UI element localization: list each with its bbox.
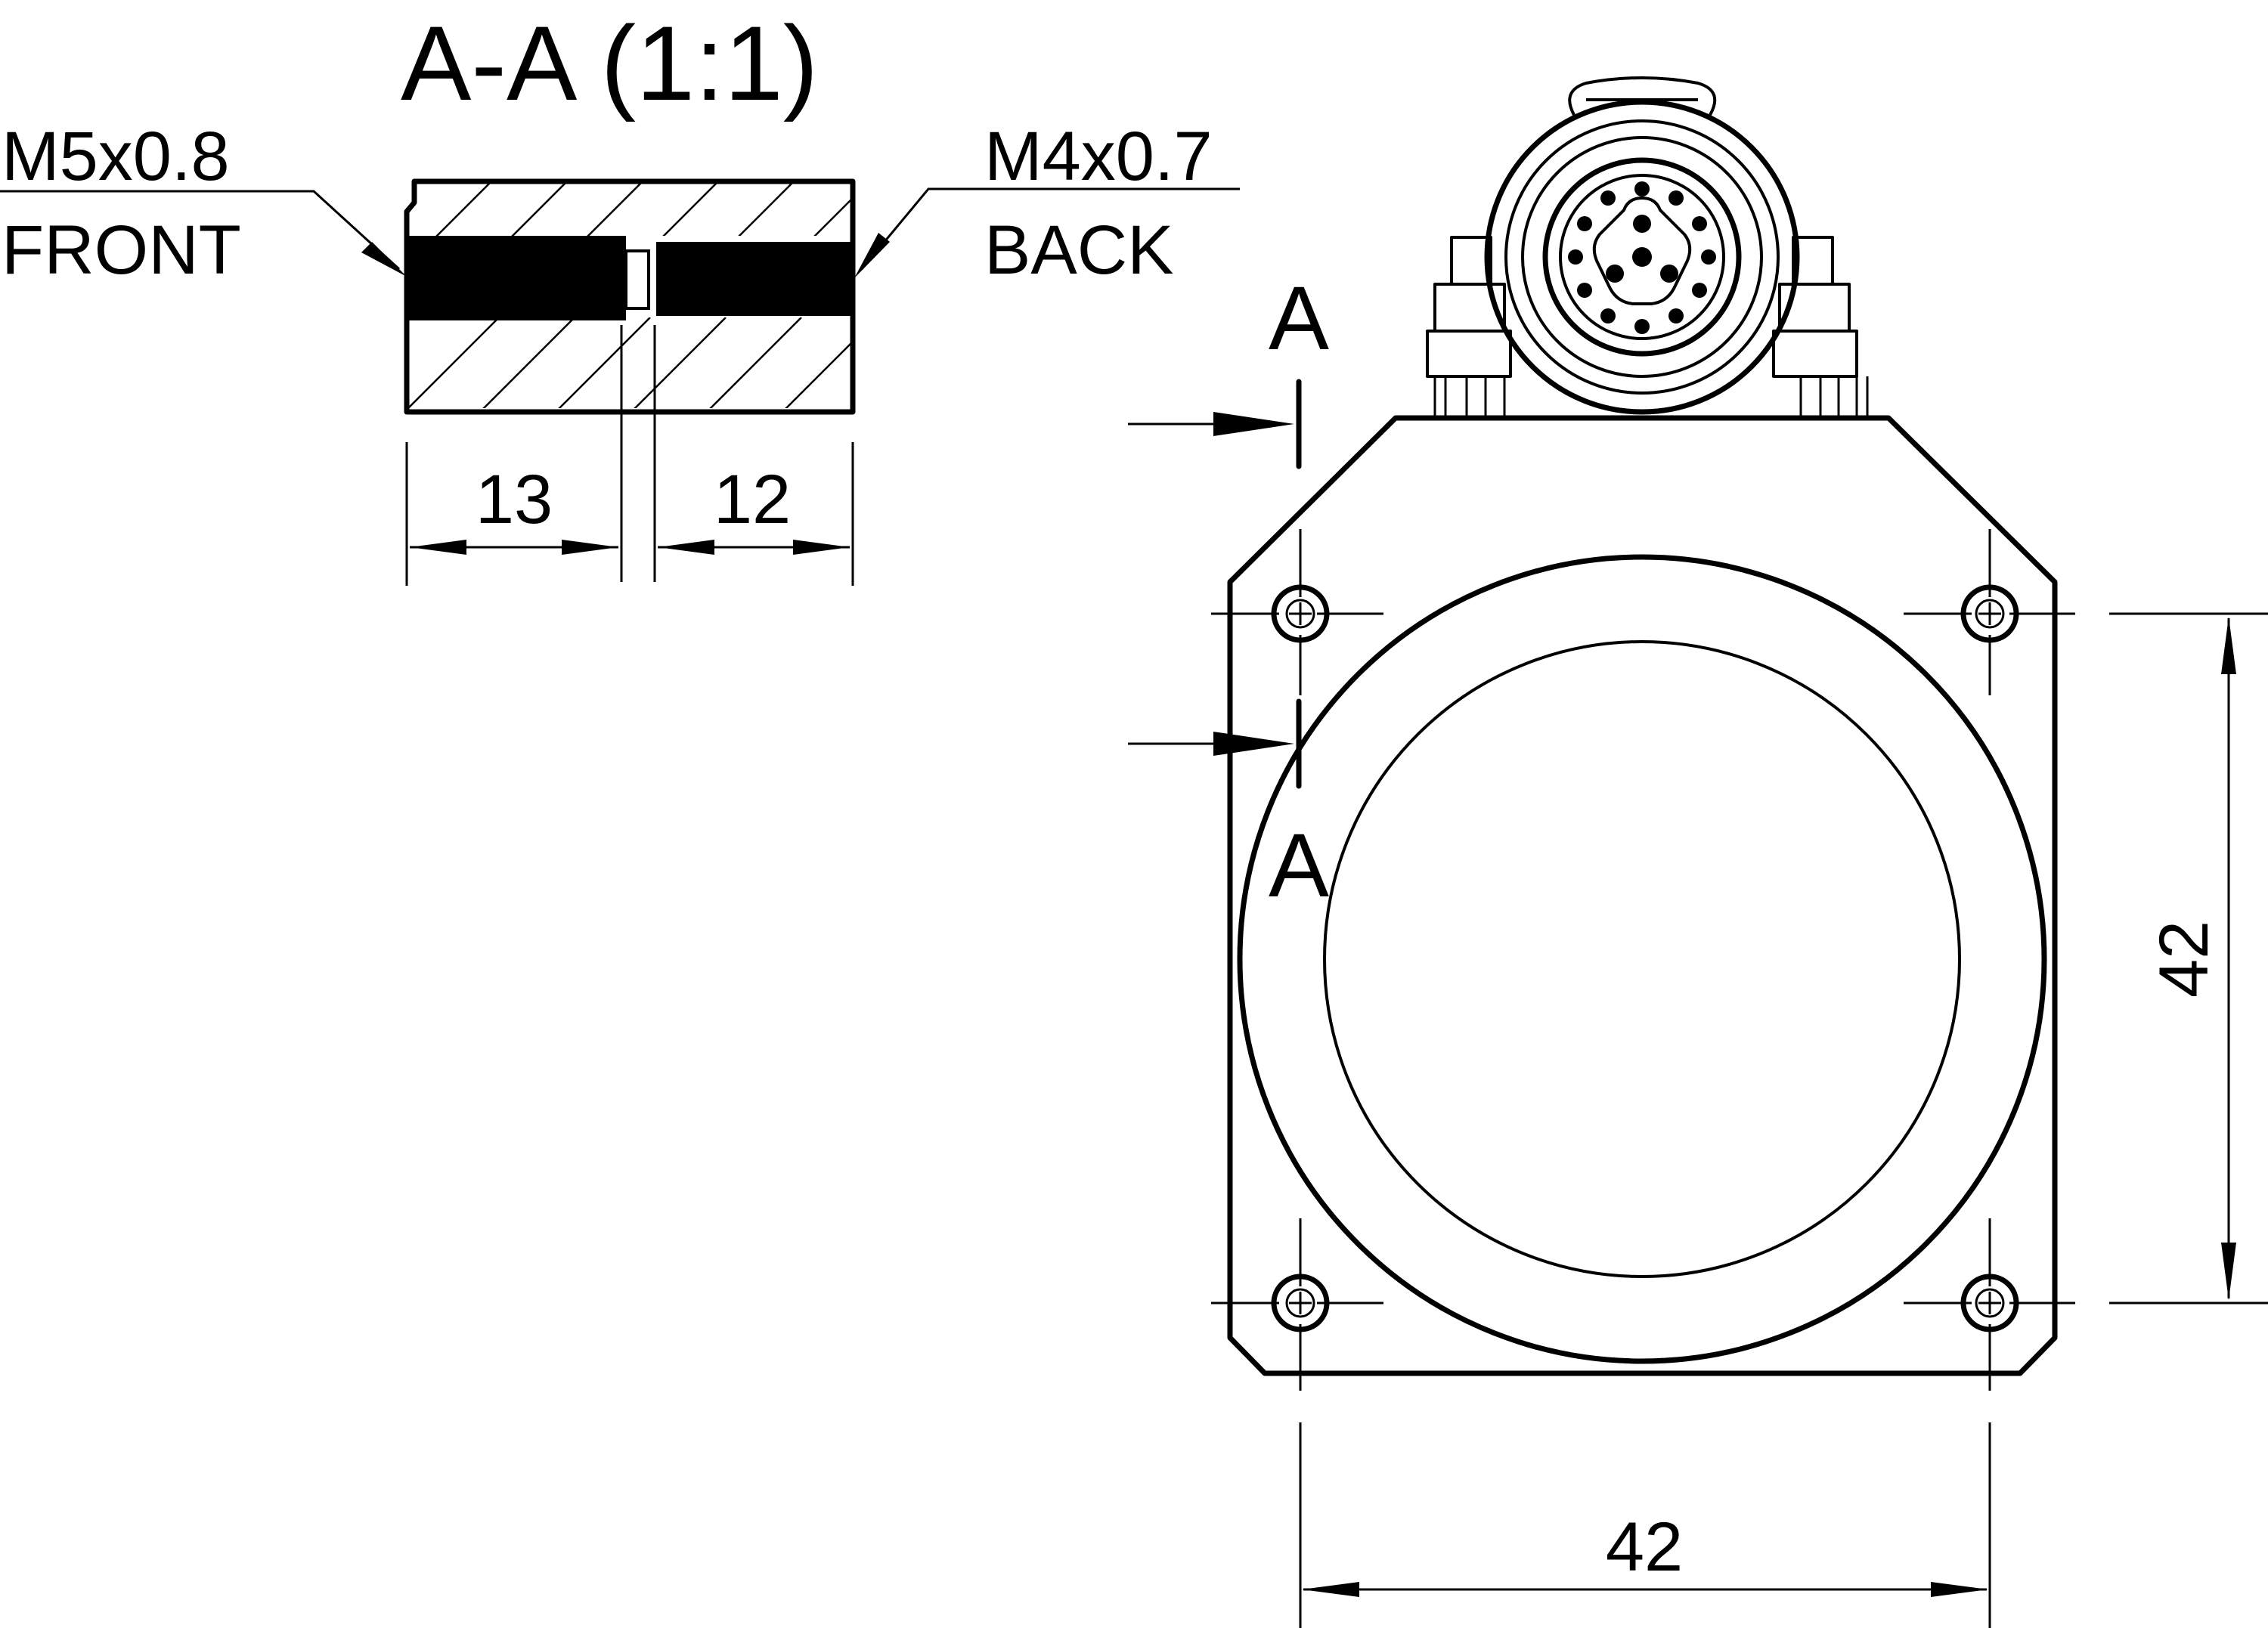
connector-key xyxy=(1568,76,1717,116)
dim-width-arrow-right xyxy=(1931,1582,1988,1597)
dim-12-arrow-right xyxy=(793,540,850,555)
back-thread-fill xyxy=(656,242,853,316)
bore-inner-circle xyxy=(1323,640,1961,1278)
section-hatch-top xyxy=(435,181,854,236)
section-title: A-A (1:1) xyxy=(401,4,818,122)
dim-height-arrow-bottom xyxy=(2221,1243,2236,1300)
back-leader-arrow xyxy=(854,233,890,278)
dim-height-value: 42 xyxy=(2146,921,2223,998)
thread-step-slot xyxy=(624,249,650,310)
dim-12-arrow-left xyxy=(658,540,714,555)
flange-outline xyxy=(1227,415,2058,1376)
bore-outer-circle xyxy=(1237,554,2047,1364)
dim-width-arrow-left xyxy=(1302,1582,1359,1597)
section-arrow-bottom-head xyxy=(1213,732,1294,756)
connector-ring-2 xyxy=(1504,119,1780,395)
dim-height-arrow-top xyxy=(2221,617,2236,674)
connector-insert-ring xyxy=(1559,174,1725,340)
dim-13-arrow-left xyxy=(410,540,466,555)
main-view: A A 42 42 xyxy=(1128,268,2268,1628)
dim-12-value: 12 xyxy=(714,461,791,538)
front-leader-arrow xyxy=(361,242,407,277)
connector-contacts xyxy=(1568,181,1716,334)
front-thread-label: M5x0.8 xyxy=(2,118,230,195)
dim-13-arrow-right xyxy=(562,540,618,555)
front-thread-fill xyxy=(408,236,626,320)
connector-ring-3 xyxy=(1521,136,1763,378)
connector-coding-profile xyxy=(1592,197,1692,305)
section-marker-top: A xyxy=(1269,268,1329,369)
front-side-label: FRONT xyxy=(2,212,241,289)
dim-width-value: 42 xyxy=(1606,1509,1683,1586)
section-marker-bottom: A xyxy=(1269,815,1329,916)
section-hatch-bottom xyxy=(408,317,854,408)
connector-assembly xyxy=(1426,76,1869,418)
connector-mount-left xyxy=(1426,236,1512,418)
connector-ring-4 xyxy=(1542,157,1742,357)
section-view-a-a: A-A (1:1) xyxy=(0,4,1240,586)
back-thread-label: M4x0.7 xyxy=(984,118,1213,195)
connector-mount-right xyxy=(1772,236,1869,418)
back-side-label: BACK xyxy=(984,212,1174,289)
connector-outer-ring xyxy=(1484,99,1800,415)
section-arrow-top-head xyxy=(1213,412,1294,436)
dim-13-value: 13 xyxy=(476,461,553,538)
section-body-outline xyxy=(404,178,856,415)
